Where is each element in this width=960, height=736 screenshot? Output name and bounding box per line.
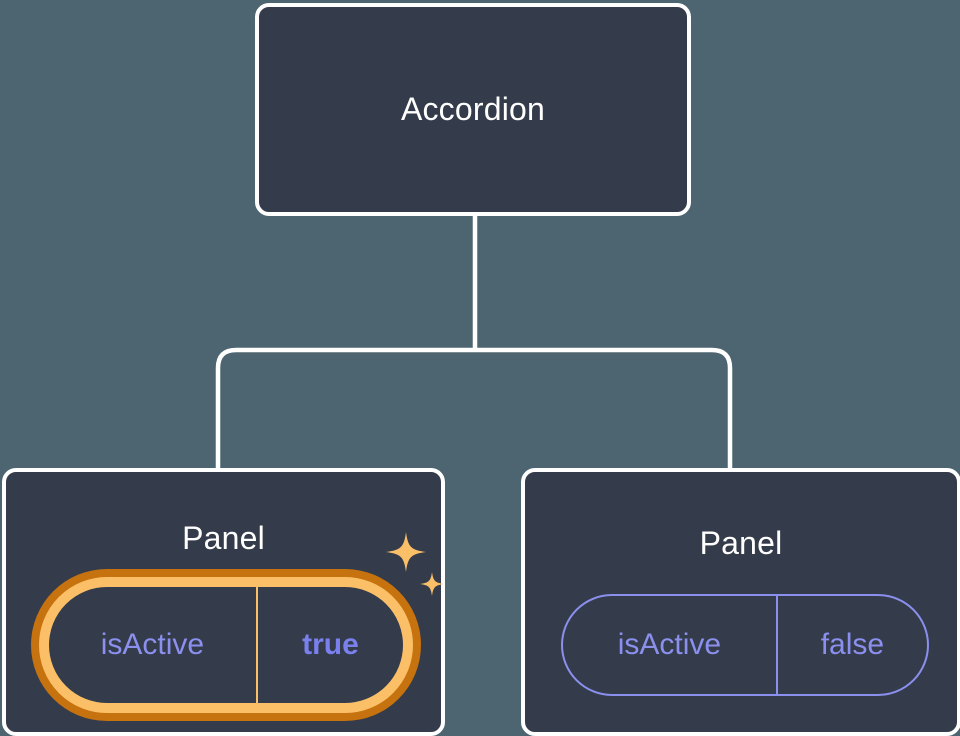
tree-node-accordion[interactable]: Accordion — [255, 3, 691, 216]
connector-branch-right — [475, 347, 733, 470]
prop-key-label: isActive — [49, 587, 258, 703]
prop-key-label: isActive — [563, 596, 778, 694]
prop-value-label: true — [302, 628, 359, 661]
prop-pill-isactive-false[interactable]: isActive false — [561, 594, 929, 696]
prop-value-label: false — [820, 628, 885, 661]
prop-pill-isactive-true[interactable]: isActive true — [39, 577, 413, 713]
tree-node-panel-active[interactable]: Panel isActive true — [2, 468, 445, 736]
tree-node-panel-inactive[interactable]: Panel isActive false — [521, 468, 960, 736]
node-title-panel-active: Panel — [182, 520, 265, 556]
connector-branch-left — [215, 347, 475, 470]
node-title-panel-inactive: Panel — [699, 525, 783, 561]
node-title-accordion: Accordion — [400, 91, 546, 127]
